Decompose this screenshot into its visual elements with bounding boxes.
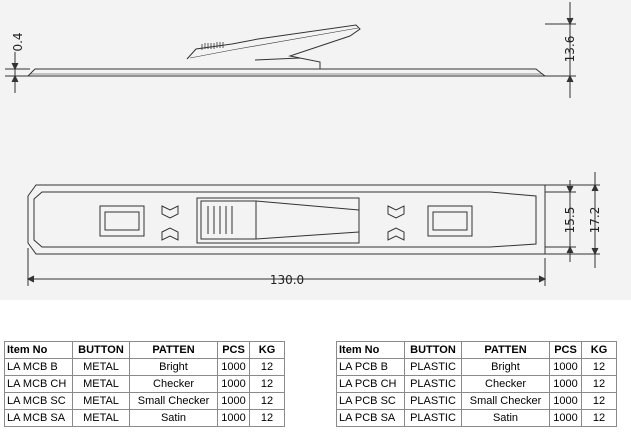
- cell-patten: Bright: [129, 358, 218, 376]
- table-row: LA PCB B PLASTIC Bright 1000 12: [336, 358, 617, 376]
- col-button: BUTTON: [72, 341, 130, 359]
- cell-item-no: LA MCB SC: [4, 392, 73, 410]
- dim-0-4: [5, 52, 30, 93]
- table-row: LA PCB CH PLASTIC Checker 1000 12: [336, 375, 617, 393]
- cell-patten: Satin: [129, 409, 218, 427]
- left-chevron-bottom: [161, 227, 179, 241]
- side-view-serrations: [201, 42, 224, 50]
- col-item-no: Item No: [4, 341, 73, 359]
- dim-label-0-4: 0.4: [11, 32, 25, 51]
- cell-item-no: LA PCB CH: [336, 375, 405, 393]
- cell-item-no: LA MCB B: [4, 358, 73, 376]
- metal-button-table: Item No BUTTON PATTEN PCS KG LA MCB B ME…: [4, 341, 285, 427]
- cell-pcs: 1000: [217, 409, 250, 427]
- col-button: BUTTON: [404, 341, 462, 359]
- cell-item-no: LA PCB SA: [336, 409, 405, 427]
- drawing-canvas: 0.4 13.6 15.5 17.2 130.0: [5, 2, 602, 287]
- dim-label-15-5: 15.5: [563, 207, 577, 234]
- cell-button: METAL: [72, 409, 130, 427]
- cell-button: METAL: [72, 375, 130, 393]
- cell-button: METAL: [72, 392, 130, 410]
- table-row: LA MCB SA METAL Satin 1000 12: [4, 409, 285, 427]
- cell-button: PLASTIC: [404, 375, 462, 393]
- table-header-row: Item No BUTTON PATTEN PCS KG: [4, 341, 285, 359]
- cell-patten: Small Checker: [129, 392, 218, 410]
- cell-kg: 12: [581, 392, 617, 410]
- col-pcs: PCS: [217, 341, 250, 359]
- top-view: [26, 172, 600, 286]
- dim-label-13-6: 13.6: [563, 36, 577, 63]
- cell-patten: Bright: [461, 358, 550, 376]
- center-clip: [196, 197, 360, 244]
- right-slot: [427, 205, 473, 237]
- dim-130-0: [26, 248, 547, 286]
- side-view-plate: [26, 68, 547, 77]
- cell-button: PLASTIC: [404, 409, 462, 427]
- cell-kg: 12: [581, 375, 617, 393]
- cell-patten: Small Checker: [461, 392, 550, 410]
- cell-pcs: 1000: [549, 358, 582, 376]
- side-view: [5, 2, 576, 98]
- cell-pcs: 1000: [217, 358, 250, 376]
- col-patten: PATTEN: [461, 341, 550, 359]
- right-chevron-top: [387, 205, 405, 219]
- table-row: LA MCB SC METAL Small Checker 1000 12: [4, 392, 285, 410]
- col-patten: PATTEN: [129, 341, 218, 359]
- cell-pcs: 1000: [549, 392, 582, 410]
- cell-item-no: LA PCB SC: [336, 392, 405, 410]
- cell-patten: Checker: [461, 375, 550, 393]
- cell-item-no: LA MCB CH: [4, 375, 73, 393]
- cell-button: PLASTIC: [404, 392, 462, 410]
- col-kg: KG: [581, 341, 617, 359]
- table-row: LA PCB SA PLASTIC Satin 1000 12: [336, 409, 617, 427]
- technical-drawing: 0.4 13.6 15.5 17.2 130.0: [0, 0, 631, 300]
- side-view-clip: [186, 24, 361, 69]
- cell-pcs: 1000: [217, 392, 250, 410]
- left-slot: [99, 205, 145, 237]
- dim-label-130-0: 130.0: [270, 273, 304, 287]
- dim-15-5: [545, 180, 576, 262]
- cell-pcs: 1000: [549, 409, 582, 427]
- cell-button: METAL: [72, 358, 130, 376]
- cell-kg: 12: [581, 358, 617, 376]
- dim-17-2: [545, 172, 600, 268]
- table-row: LA MCB CH METAL Checker 1000 12: [4, 375, 285, 393]
- cell-kg: 12: [249, 375, 285, 393]
- cell-button: PLASTIC: [404, 358, 462, 376]
- plastic-button-table: Item No BUTTON PATTEN PCS KG LA PCB B PL…: [336, 341, 617, 427]
- cell-item-no: LA MCB SA: [4, 409, 73, 427]
- top-view-inner: [33, 191, 537, 248]
- cell-patten: Checker: [129, 375, 218, 393]
- cell-pcs: 1000: [549, 375, 582, 393]
- cell-kg: 12: [249, 392, 285, 410]
- col-pcs: PCS: [549, 341, 582, 359]
- cell-kg: 12: [249, 409, 285, 427]
- cell-kg: 12: [249, 358, 285, 376]
- cell-patten: Satin: [461, 409, 550, 427]
- col-item-no: Item No: [336, 341, 405, 359]
- table-row: LA MCB B METAL Bright 1000 12: [4, 358, 285, 376]
- right-chevron-bottom: [387, 227, 405, 241]
- cell-item-no: LA PCB B: [336, 358, 405, 376]
- dim-13-6: [545, 2, 576, 98]
- col-kg: KG: [249, 341, 285, 359]
- table-header-row: Item No BUTTON PATTEN PCS KG: [336, 341, 617, 359]
- left-chevron-top: [161, 205, 179, 219]
- table-row: LA PCB SC PLASTIC Small Checker 1000 12: [336, 392, 617, 410]
- dim-label-17-2: 17.2: [588, 207, 602, 234]
- cell-kg: 12: [581, 409, 617, 427]
- cell-pcs: 1000: [217, 375, 250, 393]
